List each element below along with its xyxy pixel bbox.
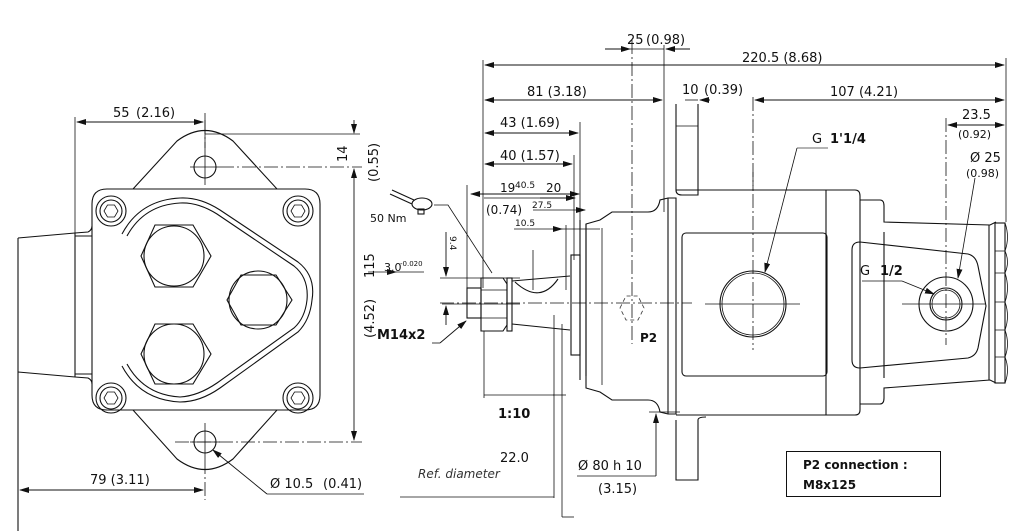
dim-107: 107 (4.21): [830, 85, 898, 100]
ref-diameter-label: Ref. diameter: [418, 467, 501, 481]
shaft-nut: [480, 277, 508, 332]
dim-23-5-in: (0.92): [958, 128, 991, 141]
inlet-port-face: [681, 232, 828, 377]
dim-10-5: 10.5: [515, 219, 535, 229]
key-tolerance: -0.020: [400, 260, 423, 268]
shaft-washer: [506, 277, 513, 332]
dim-20: 20: [546, 181, 561, 195]
corner-bolt-bl: [95, 382, 127, 414]
dim-14-in: (0.55): [367, 143, 382, 182]
outlet-diameter-in: (0.98): [966, 167, 999, 180]
dim-40-5: 40.5: [515, 181, 535, 191]
torque-wrench-icon: [389, 189, 433, 215]
shaft-seal-plate: [570, 254, 581, 356]
dim-10: 10: [682, 83, 699, 98]
dim-115: 115: [363, 253, 378, 278]
dim-25: 25: [627, 33, 644, 48]
dim-115-in: (4.52): [363, 299, 378, 338]
gasket-outline-inner: [126, 202, 308, 398]
outlet-prefix: G: [860, 264, 870, 279]
p2-connection-note: P2 connection : M8x125: [786, 451, 941, 497]
dim-81: 81 (3.18): [527, 85, 587, 100]
dim-79: 79 (3.11): [90, 473, 150, 488]
mount-ear-top: [675, 104, 699, 196]
side-view: P2 G 1'1/4: [482, 33, 1008, 497]
corner-bolt-tr: [282, 195, 314, 227]
shaft-key: [514, 278, 559, 294]
dim-hole-diameter-in: (0.41): [323, 477, 362, 492]
taper-ratio: 1:10: [498, 407, 530, 422]
inlet-prefix: G: [812, 132, 822, 147]
hex-plug-bottom: [140, 323, 212, 385]
dim-overall-length: 220.5 (8.68): [742, 51, 822, 66]
key-height: 9.4: [447, 236, 457, 251]
key-width: 3.0: [384, 261, 402, 274]
pump-body: [676, 189, 861, 416]
corner-bolt-br: [282, 382, 314, 414]
dim-14: 14: [336, 145, 351, 162]
dim-10-in: (0.39): [704, 83, 743, 98]
p2-label: P2: [640, 331, 657, 345]
end-cap-nuts: [994, 222, 1008, 384]
dim-40: 40 (1.57): [500, 149, 560, 164]
shaft-detail: 50 Nm 3.0 -0.020 9.4 M14x2: [368, 181, 692, 518]
outlet-diameter: Ø 25: [970, 151, 1001, 166]
dim-hole-diameter: Ø 10.5: [270, 477, 313, 492]
mounting-flange: [91, 130, 321, 470]
hex-plug-top: [140, 224, 212, 288]
inlet-size: 1'1/4: [830, 132, 866, 147]
front-view: 55 (2.16) 14 (0.55) 115 (4.52) 79 (3.11)…: [17, 106, 382, 531]
dim-19-in: (0.74): [486, 203, 522, 217]
dim-23-5: 23.5: [962, 108, 991, 123]
ref-diameter-value: 22.0: [500, 451, 529, 466]
dim-27-5: 27.5: [532, 201, 552, 211]
front-housing: [585, 197, 677, 415]
outlet-size: 1/2: [880, 264, 903, 279]
outlet-boss: [851, 241, 987, 369]
note-line-2: M8x125: [803, 478, 857, 492]
corner-bolt-tl: [95, 195, 127, 227]
dim-43: 43 (1.69): [500, 116, 560, 131]
dim-25-in: (0.98): [646, 33, 685, 48]
thread-label: M14x2: [377, 328, 425, 343]
dim-55: 55: [113, 106, 130, 121]
note-line-1: P2 connection :: [803, 458, 908, 472]
torque-label: 50 Nm: [370, 212, 406, 225]
mount-ear-bottom: [675, 416, 707, 481]
hex-plug-right: [226, 270, 293, 330]
p2-port-hidden: [619, 295, 645, 321]
gasket-outline-outer: [121, 197, 314, 403]
dim-55-in: (2.16): [136, 106, 175, 121]
dim-19: 19: [500, 181, 515, 195]
dim-pilot-diameter-in: (3.15): [598, 482, 637, 497]
dim-pilot-diameter: Ø 80 h 10: [578, 459, 642, 474]
